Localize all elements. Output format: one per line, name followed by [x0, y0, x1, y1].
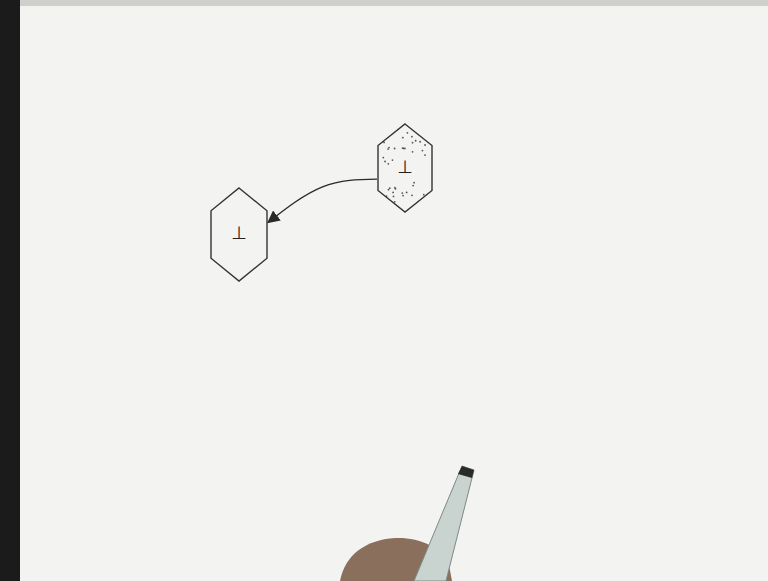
arrow-connector [268, 179, 377, 222]
pen-tip [458, 466, 474, 478]
shading-dot [401, 192, 403, 194]
shading-dot [393, 196, 395, 198]
shading-dot [411, 194, 413, 196]
shading-dot [412, 185, 414, 187]
shading-dot [382, 157, 384, 159]
shading-dot [419, 141, 421, 143]
hexagon-border [378, 124, 432, 212]
pen-body [414, 466, 474, 581]
shading-dot [388, 189, 390, 191]
shading-dot [388, 147, 390, 149]
frame-top [20, 0, 768, 6]
shading-dot [384, 161, 386, 163]
shading-dot [392, 192, 394, 194]
shading-dot [413, 182, 415, 184]
dislocation-symbol: ⊥ [231, 224, 247, 242]
hexagon-border [211, 188, 267, 281]
shading-dot [411, 136, 413, 138]
shading-dot [394, 148, 396, 150]
frame-edge [0, 0, 20, 581]
shading-dot [387, 163, 389, 165]
shading-dot [394, 201, 396, 203]
shading-dot [423, 194, 425, 196]
shading-dot [422, 150, 424, 152]
shading-dot [402, 137, 404, 139]
shading-dot [406, 192, 408, 194]
shading-dot [387, 148, 389, 150]
shading-dot [406, 132, 408, 134]
grain-hexagon: ⊥ [210, 187, 268, 282]
pen-and-hand [340, 466, 474, 581]
dislocation-symbol: ⊥ [397, 158, 413, 176]
shading-dot [403, 148, 405, 150]
shading-dot [392, 159, 394, 161]
shading-dot [424, 154, 426, 156]
shading-dot [412, 142, 414, 144]
shading-dot [402, 195, 404, 197]
shading-dot [394, 187, 396, 189]
shading-dot [415, 140, 417, 142]
shading-dot [389, 187, 391, 189]
shading-dot [412, 151, 414, 153]
grain-hexagon: ⊥ [377, 123, 433, 213]
shading-dot [424, 144, 426, 146]
